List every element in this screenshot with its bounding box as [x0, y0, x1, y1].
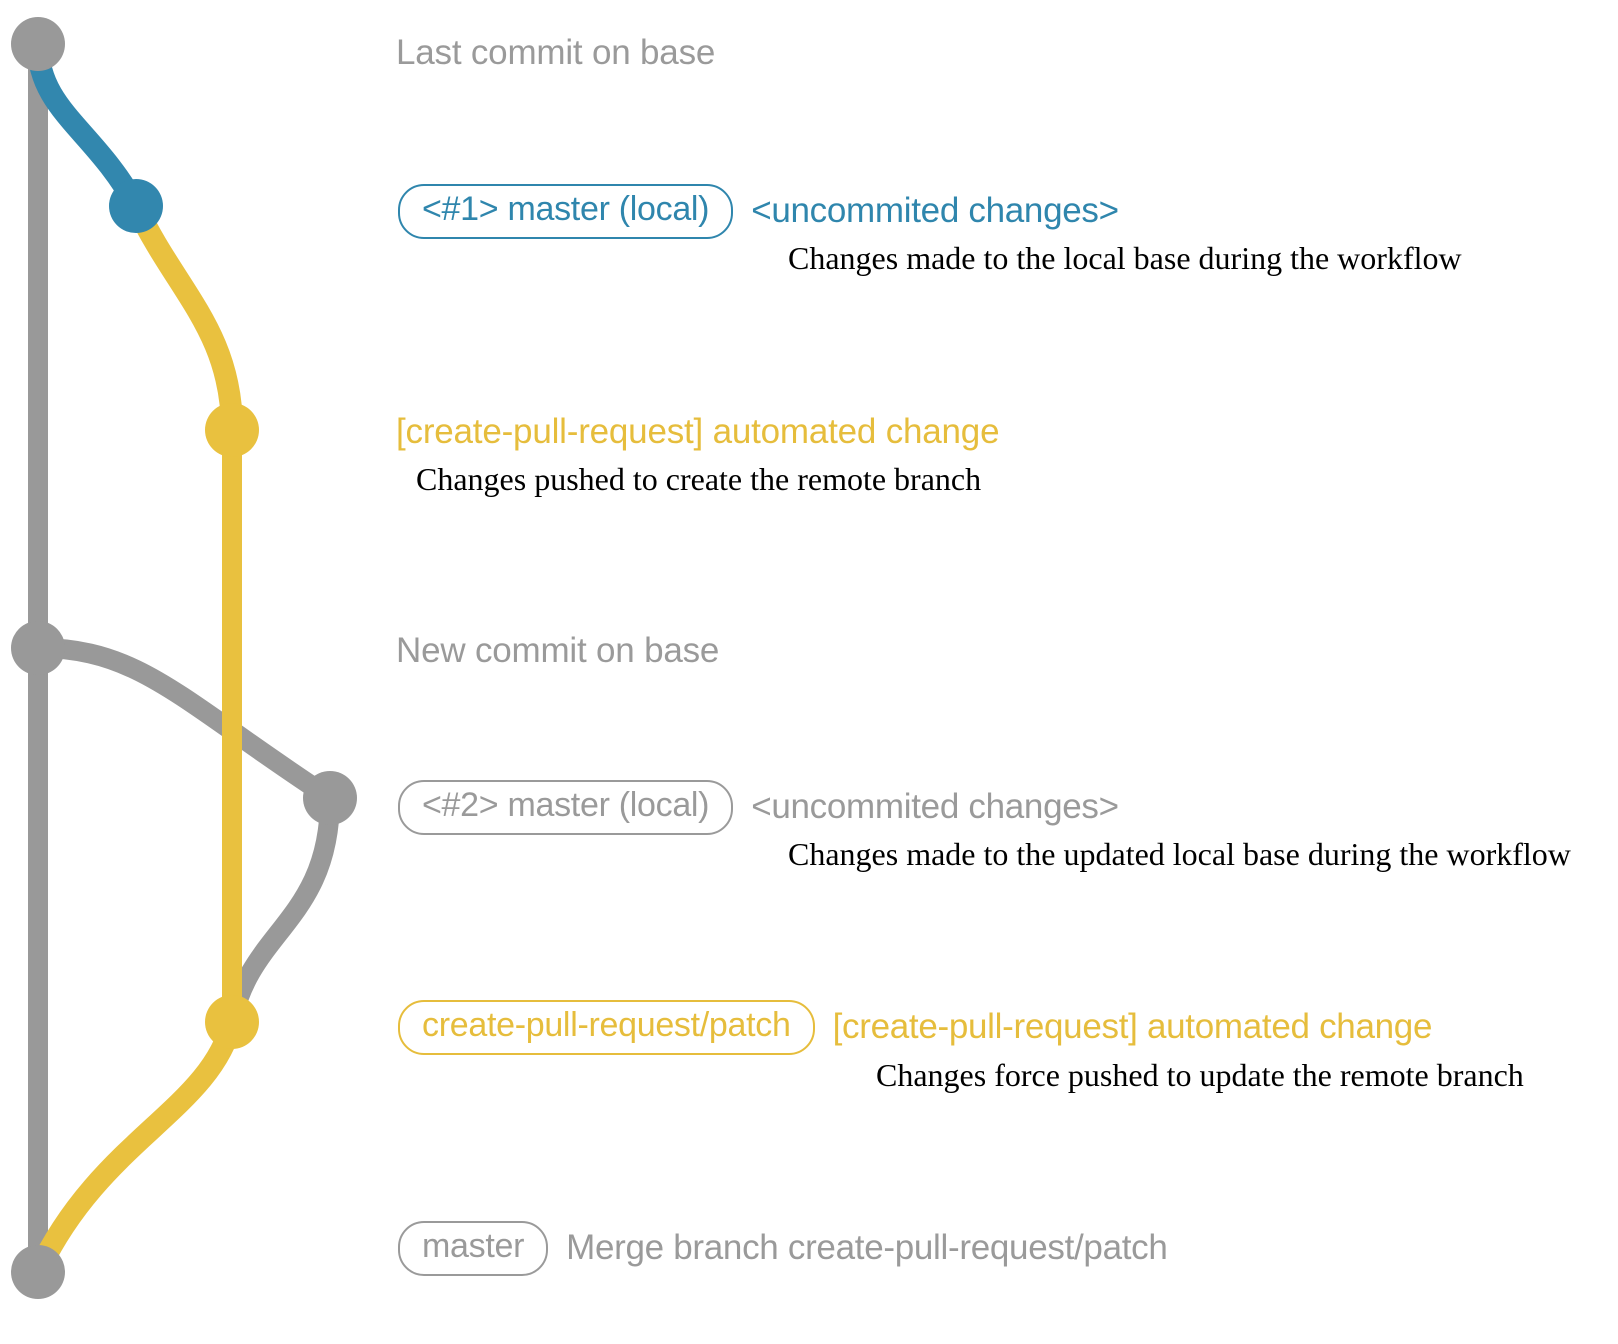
entry-last-commit: Last commit on base — [396, 33, 715, 73]
commit-node-local-2[interactable] — [303, 771, 357, 825]
ref-badge-master[interactable]: master — [398, 1221, 549, 1276]
commit-node-local-1[interactable] — [109, 179, 163, 233]
commit-subject-new-commit: New commit on base — [396, 631, 720, 670]
edge-newbase-to-local2 — [28, 638, 340, 808]
commit-node-automated-change-2[interactable] — [205, 995, 259, 1049]
commit-description-local-2: Changes made to the updated local base d… — [788, 836, 1571, 872]
entry-merge: master Merge branch create-pull-request/… — [398, 1221, 1168, 1276]
commit-node-automated-change-1[interactable] — [205, 403, 259, 457]
edge-local2-to-patch — [222, 788, 340, 1032]
entry-local-1: <#1> master (local) <uncommited changes> — [398, 184, 1119, 239]
commit-node-last-commit-on-base[interactable] — [11, 17, 65, 71]
commit-node-merge[interactable] — [11, 1245, 65, 1299]
entry-automated-change-1: [create-pull-request] automated change — [396, 412, 1000, 452]
entry-automated-change-2: create-pull-request/patch [create-pull-r… — [398, 1000, 1432, 1055]
entry-local-2: <#2> master (local) <uncommited changes> — [398, 780, 1119, 835]
edge-local1-to-patch1 — [125, 195, 243, 441]
ref-badge-master-local-1[interactable]: <#1> master (local) — [398, 184, 734, 239]
commit-graph-svg — [11, 17, 357, 1299]
edge-base-to-local1 — [27, 33, 147, 217]
commit-description-automated-change-2: Changes force pushed to update the remot… — [876, 1057, 1524, 1093]
entry-new-commit: New commit on base — [396, 631, 719, 671]
commit-node-new-commit-on-base[interactable] — [11, 621, 65, 675]
ref-badge-create-pull-request-patch[interactable]: create-pull-request/patch — [398, 1000, 815, 1055]
edge-patch-to-merge — [27, 1011, 243, 1283]
commit-subject-last-commit: Last commit on base — [396, 33, 716, 72]
ref-badge-master-local-2[interactable]: <#2> master (local) — [398, 780, 734, 835]
commit-subject-automated-change-1: [create-pull-request] automated change — [396, 412, 1000, 451]
commit-subject-local-1: <uncommited changes> — [751, 191, 1119, 231]
commit-description-automated-change-1: Changes pushed to create the remote bran… — [416, 461, 982, 497]
commit-subject-local-2: <uncommited changes> — [751, 787, 1119, 827]
commit-description-local-1: Changes made to the local base during th… — [788, 240, 1462, 276]
commit-subject-merge: Merge branch create-pull-request/patch — [566, 1228, 1168, 1268]
commit-subject-automated-change-2: [create-pull-request] automated change — [832, 1007, 1433, 1047]
